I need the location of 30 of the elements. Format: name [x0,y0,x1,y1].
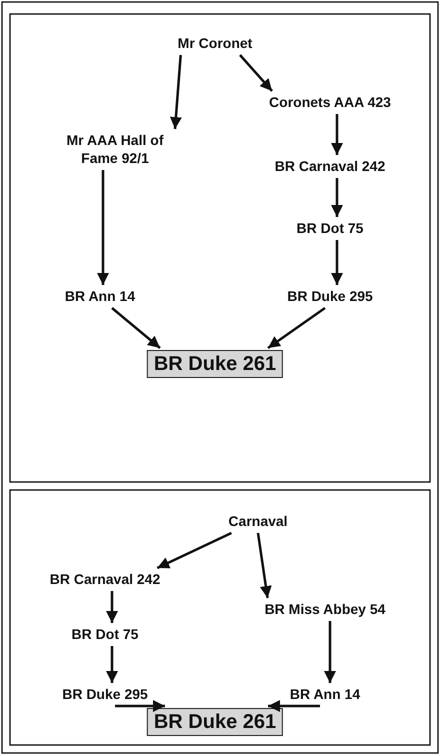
pedigree-name: Carnaval [228,512,288,530]
arrow [106,646,118,683]
pedigree-name: BR Ann 14 [64,287,136,305]
arrow [111,307,161,349]
pedigree-name: Mr AAA Hall of Fame 92/1 [48,131,182,167]
arrow [331,114,343,155]
pedigree-name: BR Ann 14 [290,685,360,703]
arrow [331,178,343,217]
pedigree-name: BR Duke 295 [287,287,373,305]
pedigree-name: Coronets AAA 423 [269,93,391,111]
arrow [267,306,326,350]
arrow [97,170,109,285]
pedigree-name: Mr Coronet [178,34,252,52]
arrow [256,532,272,598]
arrow [331,240,343,285]
pedigree-name: BR Dot 75 [296,219,364,237]
arrow [115,700,165,712]
offspring-box: BR Duke 261 [146,708,284,736]
arrow [239,54,273,92]
arrow [106,591,118,623]
pedigree-name: BR Carnaval 242 [50,570,160,588]
arrow [268,700,320,712]
pedigree-name: BR Dot 75 [72,625,138,643]
pedigree-name: BR Duke 295 [62,685,148,703]
pedigree-name: BR Miss Abbey 54 [264,600,386,618]
offspring-box: BR Duke 261 [146,350,284,378]
arrow [156,532,232,570]
arrow [170,54,182,130]
pedigree-name: BR Carnaval 242 [274,157,386,175]
arrow [324,621,336,683]
